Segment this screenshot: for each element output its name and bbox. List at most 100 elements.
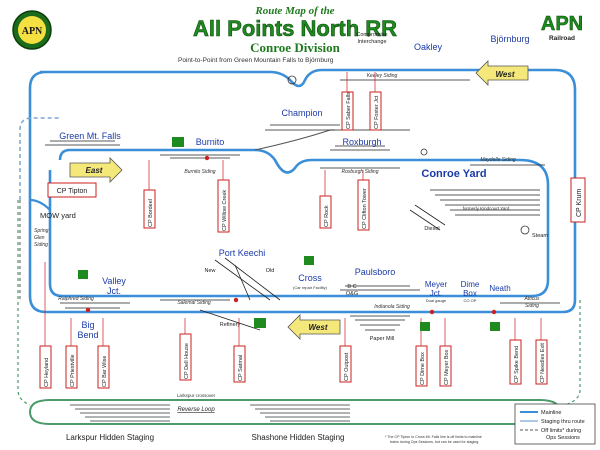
cp-dime-box: CP Dime Box bbox=[415, 345, 428, 387]
cp-krum-label: CP Krum bbox=[576, 189, 583, 217]
larkspur-staging-label: Larkspur Hidden Staging bbox=[66, 433, 154, 442]
spring-glen-label-2: Glen bbox=[34, 235, 45, 241]
cp-spike-bend-label: CP Spike Bend bbox=[514, 346, 520, 383]
footnote-line-1: * The CP Tipton to Cross Mt. Falls line … bbox=[385, 435, 482, 439]
industry-icons bbox=[78, 137, 500, 331]
cp-spike-bend: CP Spike Bend bbox=[509, 339, 522, 385]
cp-bar-wise: CP Bar Wise bbox=[97, 345, 110, 389]
cp-tipton: CP Tipton bbox=[47, 182, 97, 198]
cp-clifton-tower-label: CP Clifton Tower bbox=[362, 188, 368, 229]
steam-label: Steam bbox=[532, 233, 548, 239]
staging-left-connector bbox=[17, 200, 31, 406]
page-title: All Points North RR bbox=[193, 16, 397, 41]
roxburgh-siding-label: Roxburgh Siding bbox=[342, 169, 379, 175]
cp-foster-jct-label: CP Foster Jct bbox=[374, 95, 380, 129]
legend-offlimits: Off limits* during bbox=[541, 428, 581, 434]
ralphred-siding-label: Ralphred Siding bbox=[58, 296, 94, 302]
big-bend-station-icon bbox=[78, 270, 88, 279]
burnito-signal bbox=[204, 155, 210, 161]
atticus-siding-label-2: Siding bbox=[525, 303, 539, 309]
meyer-jct-label-1: Meyer bbox=[425, 280, 448, 289]
cp-foster-jct: CP Foster Jct bbox=[369, 91, 382, 131]
cp-dell-house-label: CP Dell House bbox=[184, 343, 190, 379]
footnote-line-2: trains during Ops Sessions, but can be u… bbox=[390, 440, 479, 444]
roxburgh-turntable bbox=[420, 148, 428, 156]
larkspur-staging-tracks bbox=[70, 404, 170, 422]
cross-station-icon bbox=[304, 256, 314, 265]
cp-pointers bbox=[44, 72, 542, 346]
port-keechi-label: Port Keechi bbox=[219, 248, 266, 258]
maydelle-siding-label: Maydelle Siding bbox=[480, 157, 516, 163]
neath-label: Neath bbox=[489, 284, 510, 293]
cp-meyer-box-label: CP Meyer Box bbox=[444, 349, 450, 385]
cp-outpost-label: CP Outpost bbox=[344, 352, 350, 381]
cp-satmal: CP Satmal bbox=[233, 345, 246, 383]
meyer-signal bbox=[429, 309, 435, 315]
cp-tipton-label: CP Tipton bbox=[57, 188, 88, 195]
header: APN Route Map of the All Points North RR… bbox=[12, 5, 584, 64]
cp-heyland: CP Heyland bbox=[39, 345, 52, 389]
larkspur-crossover-label: Larkspur crossover bbox=[177, 393, 216, 398]
cp-bordeel: CP Bordeel bbox=[143, 189, 156, 229]
cp-willow-creek: CP Willow Creek bbox=[217, 179, 230, 233]
neath-station-icon bbox=[490, 322, 500, 331]
champion-turntable bbox=[287, 75, 297, 85]
cp-heyland-label: CP Heyland bbox=[44, 358, 50, 387]
siding-tracks bbox=[45, 79, 560, 331]
staging-loop bbox=[28, 399, 562, 425]
cross-label: Cross bbox=[298, 273, 322, 283]
dime-box-sub: CO OP bbox=[464, 298, 477, 303]
legend: Mainline Staging thru route Off limits* … bbox=[514, 403, 596, 445]
indianola-siding-label: Indianola Siding bbox=[374, 304, 410, 310]
neath-signal bbox=[491, 309, 497, 315]
mow-yard-label: MOW yard bbox=[40, 211, 76, 220]
meyer-jct-sub: Dual gauge bbox=[426, 298, 447, 303]
mainline-connector bbox=[29, 198, 51, 211]
legend-offlimits-2: Ops Sessions bbox=[546, 435, 580, 441]
west-arrow-top: West bbox=[475, 60, 529, 86]
cp-priestville-label: CP Priestville bbox=[70, 354, 76, 387]
dime-box-label-1: Dime bbox=[461, 280, 480, 289]
burnito-label: Burnito bbox=[196, 137, 225, 147]
roxburgh-label: Roxburgh bbox=[342, 137, 381, 147]
staging-right-connector bbox=[564, 300, 581, 406]
east-arrow-label: East bbox=[86, 166, 103, 175]
shashone-staging-label: Shashone Hidden Staging bbox=[252, 433, 345, 442]
legend-staging: Staging thru route bbox=[541, 419, 585, 425]
port-keechi-old-label: Old bbox=[266, 268, 275, 274]
cp-needles-exit-label: CP Needles Exit bbox=[540, 343, 546, 383]
og-label: O&G bbox=[346, 291, 358, 297]
cp-priestville: CP Priestville bbox=[65, 345, 78, 389]
tipton-branch bbox=[19, 117, 60, 200]
port-keechi-new-label: New bbox=[204, 268, 215, 274]
division-title: Conroe Division bbox=[250, 40, 340, 55]
control-points: CP Saber Falls CP Foster Jct CP Bordeel … bbox=[39, 72, 586, 389]
cp-rock-label: CP Rock bbox=[324, 205, 330, 227]
valley-signal bbox=[85, 307, 91, 313]
legend-mainline: Mainline bbox=[541, 410, 561, 416]
port-keechi-signal bbox=[233, 297, 239, 303]
atticus-siding-label-1: Atticus bbox=[523, 296, 540, 302]
bc-label: B C bbox=[347, 284, 356, 290]
champion-label: Champion bbox=[281, 108, 322, 118]
burnito-station-icon bbox=[172, 137, 184, 147]
apn-railroad-word: Railroad bbox=[549, 35, 575, 42]
apn-railroad-brand: APN bbox=[541, 13, 583, 35]
subtitle: Point-to-Point from Green Mountain Falls… bbox=[178, 57, 334, 64]
place-labels: Compromise Interchange Oakley Björnburg … bbox=[34, 32, 548, 442]
cp-satmal-label: CP Satmal bbox=[238, 355, 244, 381]
burnito-siding-label: Burnito Siding bbox=[184, 169, 215, 175]
cp-saber-falls: CP Saber Falls bbox=[341, 91, 354, 131]
dime-box-label-2: Box bbox=[463, 289, 477, 298]
oakley-label: Oakley bbox=[414, 42, 443, 52]
cp-bar-wise-label: CP Bar Wise bbox=[102, 356, 108, 387]
refinery-label: Refinery bbox=[220, 322, 241, 328]
west-arrow-top-label: West bbox=[496, 70, 515, 79]
spring-glen-label-1: Spring bbox=[34, 228, 49, 234]
apn-railroad-logo: APN Railroad bbox=[541, 13, 584, 42]
reverse-loop-label: Reverse Loop bbox=[177, 407, 215, 413]
mainline-outer bbox=[28, 68, 577, 314]
cp-dime-box-label: CP Dime Box bbox=[420, 352, 426, 385]
kimmerly-yard-label: formerly Kindcourt Yard bbox=[463, 206, 510, 211]
spring-glen-label-3: Siding bbox=[34, 242, 48, 248]
